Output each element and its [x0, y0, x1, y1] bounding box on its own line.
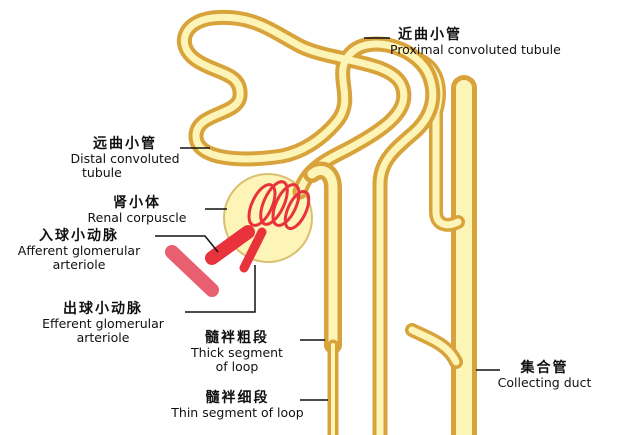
- label-thin-segment: 髓袢细段 Thin segment of loop: [171, 390, 304, 421]
- label-collecting-duct: 集合管 Collecting duct: [497, 360, 592, 391]
- efferent-arteriole: [239, 227, 267, 273]
- label-renal-corpuscle: 肾小体 Renal corpuscle: [87, 195, 187, 226]
- label-afferent-arteriole: 入球小动脉 Afferent glomerular arteriole: [17, 228, 141, 273]
- leader-lines: [155, 37, 500, 401]
- glomerulus: [247, 180, 311, 231]
- label-thick-segment: 髓袢粗段 Thick segment of loop: [191, 330, 283, 375]
- label-distal-convoluted-tubule: 远曲小管 Distal convoluted tubule: [70, 136, 180, 181]
- label-efferent-arteriole: 出球小动脉 Efferent glomerular arteriole: [42, 301, 164, 346]
- label-proximal-convoluted-tubule: 近曲小管 Proximal convoluted tubule: [390, 27, 561, 58]
- afferent-arteriole: [165, 225, 255, 297]
